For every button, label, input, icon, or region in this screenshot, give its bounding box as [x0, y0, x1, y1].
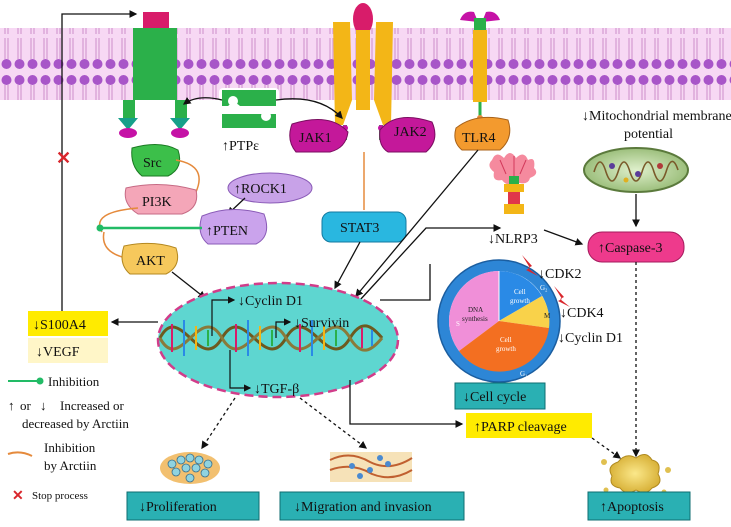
phase-m-label: M: [544, 312, 551, 320]
akt-label: AKT: [136, 254, 165, 269]
pten-label: ↑PTEN: [206, 224, 248, 239]
ptpe-to-receptor-arrow: [182, 97, 223, 105]
tlr4-label: TLR4: [462, 131, 495, 146]
cell-cluster-icon: [160, 452, 220, 484]
jak1-label: JAK1: [299, 131, 332, 146]
legend-arctiin-label-1: Inhibition: [44, 440, 96, 455]
cell-growth-bottom-label-2: growth: [496, 345, 516, 353]
mitochondrion-icon: [583, 147, 689, 193]
tlr4-to-nucleus-arrow: [355, 149, 479, 297]
dna-synthesis-label-1: DNA: [468, 306, 483, 314]
legend: Inhibition ↑ or ↓ Increased or decreased…: [7, 374, 129, 504]
nucleus: [156, 281, 400, 399]
mito-label-2: potential: [624, 127, 673, 142]
cell-cycle-label: ↓Cell cycle: [463, 390, 526, 405]
cdk2-stop-icon: [522, 255, 538, 276]
mito-label-1: ↓Mitochondrial membrane: [582, 109, 731, 124]
legend-or-label: or: [20, 398, 32, 413]
nucleus-to-parp-arrow: [349, 380, 464, 428]
caspase3-label: ↑Caspase-3: [598, 241, 663, 256]
tlr4-node: TLR4: [454, 116, 511, 151]
jak2-node: JAK2: [379, 117, 436, 153]
legend-increased-label-2: decreased by Arctiin: [22, 416, 129, 431]
pten-node: ↑PTEN: [199, 208, 268, 245]
legend-increased-label-1: Increased or: [60, 398, 125, 413]
vegf-label: ↓VEGF: [36, 345, 80, 360]
legend-arctiin-label-2: by Arctiin: [44, 458, 97, 473]
proliferation-banner: ↓Proliferation: [126, 491, 260, 521]
nucleus-to-cellcycle-line: [380, 264, 431, 301]
pi3k-label: PI3K: [142, 195, 172, 210]
cdk4-label: ↓CDK4: [560, 306, 604, 321]
akt-node: AKT: [121, 242, 179, 275]
cyclin-d1-right-label: ↓Cyclin D1: [558, 331, 623, 346]
legend-stop-label: Stop process: [32, 490, 88, 502]
cell-growth-top-label-1: Cell: [514, 288, 526, 296]
akt-to-nucleus-arrow: [171, 271, 207, 299]
cell-growth-top-label-2: growth: [510, 297, 530, 305]
pi3k-node: PI3K: [124, 183, 198, 215]
ptpe-to-jak-arrow: [275, 98, 343, 119]
nucleus-to-migration-arrow: [299, 397, 368, 449]
src-node: Src: [131, 144, 181, 177]
cell-growth-bottom-label-1: Cell: [500, 336, 512, 344]
proliferation-label: ↓Proliferation: [139, 500, 217, 515]
s100a4-feedback-line: ✕: [56, 10, 138, 312]
jak1-node: JAK1: [289, 119, 349, 153]
legend-inhibition-label: Inhibition: [48, 374, 100, 389]
nucleus-to-nlrp3-arrow: [359, 224, 502, 301]
cyclin-d1-label: ↓Cyclin D1: [238, 294, 303, 309]
ptpe-icon: [219, 88, 279, 128]
stat3-node: STAT3: [321, 211, 407, 243]
legend-up-arrow: ↑: [8, 398, 15, 413]
cdk2-label: ↓CDK2: [538, 267, 582, 282]
legend-stop-icon: ✕: [12, 489, 24, 504]
nucleus-to-proliferation-arrow: [201, 397, 236, 450]
nlrp3-label: ↓NLRP3: [488, 232, 538, 247]
s100a4-label: ↓S100A4: [33, 318, 86, 333]
rock1-label: ↑ROCK1: [234, 182, 287, 197]
legend-down-arrow: ↓: [40, 398, 47, 413]
migration-banner: ↓Migration and invasion: [279, 491, 465, 521]
tgfb-arrow: [229, 350, 252, 392]
stat3-label: STAT3: [340, 221, 379, 236]
ptpe-label: ↑PTPε: [222, 139, 259, 154]
parp-box: [466, 413, 592, 438]
cdk4-stop-icon: [554, 286, 570, 307]
jak2-label: JAK2: [394, 125, 427, 140]
tgfb-label: ↓TGF-β: [254, 382, 299, 397]
parp-to-apoptosis-arrow: [591, 437, 622, 459]
phase-g1-label: G₁: [520, 370, 528, 378]
rock1-node: ↑ROCK1: [227, 172, 313, 204]
receptor-left: [118, 12, 190, 138]
apoptosis-banner: ↑Apoptosis: [587, 491, 691, 521]
caspase3-node: ↑Caspase-3: [587, 231, 685, 263]
survivin-arrow: [275, 318, 292, 338]
tissue-invasion-icon: [329, 452, 413, 482]
cyclin-d1-arrow: [211, 296, 236, 336]
dna-synthesis-label-2: synthesis: [462, 315, 488, 323]
vegf-box: [28, 338, 108, 363]
phase-s-label: S: [456, 320, 460, 328]
parp-label: ↑PARP cleavage: [474, 420, 567, 435]
dna-helix: [158, 320, 384, 356]
survivin-label: ↓Survivin: [294, 316, 349, 331]
s100a4-box: [28, 311, 108, 336]
nlrp3-icon: [489, 153, 537, 214]
migration-label: ↓Migration and invasion: [294, 500, 432, 515]
receptor-jak: [333, 3, 393, 140]
phase-g2-label: G₂: [540, 284, 548, 292]
nlrp3-to-caspase-arrow: [543, 229, 584, 246]
stat3-to-nucleus-arrow: [334, 241, 361, 290]
cell-cycle-banner: ↓Cell cycle: [454, 382, 546, 410]
apoptosis-label: ↑Apoptosis: [600, 500, 664, 515]
legend-arctiin-line: [7, 451, 33, 457]
src-label: Src: [143, 156, 162, 171]
stop-icon: ✕: [56, 148, 71, 168]
cell-cycle-wheel: [437, 259, 561, 383]
apoptotic-cell-icon: [601, 454, 671, 495]
